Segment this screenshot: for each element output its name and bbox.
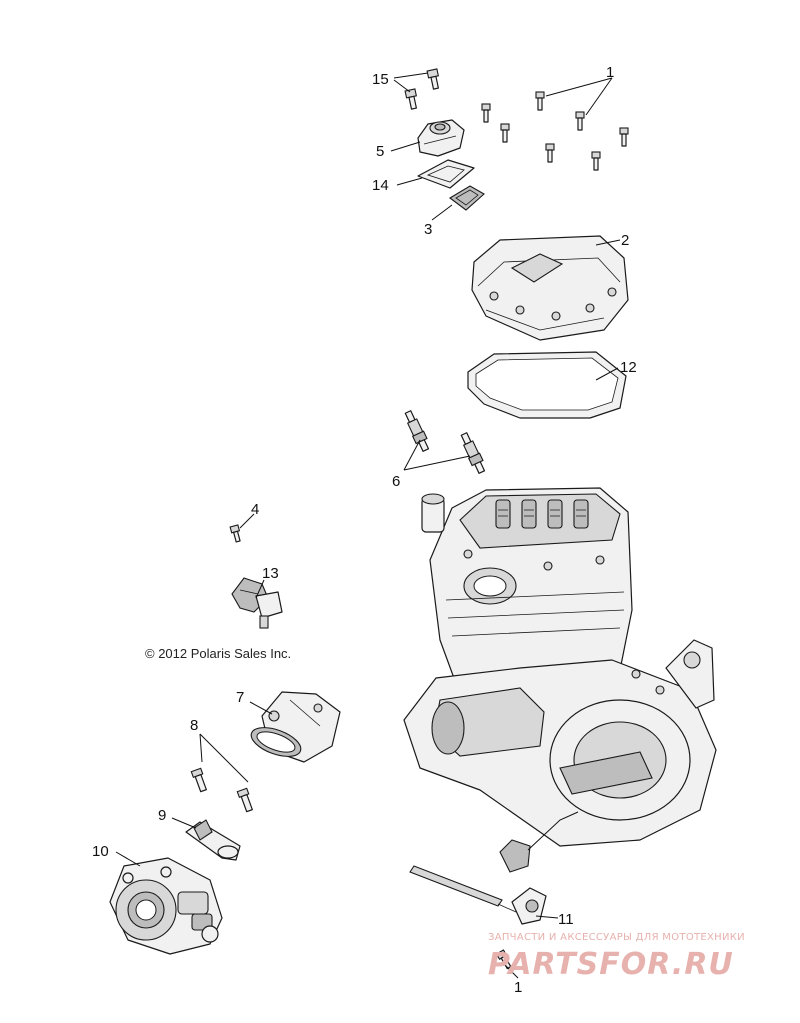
callout-15: 15: [372, 71, 389, 88]
engine-assembly: [403, 487, 717, 873]
bolt-part-1-bottom: [495, 949, 512, 970]
callout-14: 14: [372, 177, 389, 194]
speed-sensor-part-11: [409, 865, 547, 925]
throttle-body-part-10: [109, 857, 223, 955]
breather-cover-part-5: [417, 119, 465, 157]
intake-adapter-part-7: [250, 691, 341, 763]
bolts-part-1-top: [481, 91, 629, 171]
screws-part-8: [190, 767, 253, 813]
callout-1-top: 1: [606, 64, 614, 81]
copyright-text: © 2012 Polaris Sales Inc.: [145, 646, 291, 661]
callout-11: 11: [558, 911, 574, 928]
filter-element-part-3: [449, 185, 485, 211]
map-sensor-part-13: [231, 577, 283, 629]
callout-9: 9: [158, 807, 166, 824]
callout-1-bottom: 1: [514, 979, 522, 996]
callout-5: 5: [376, 143, 384, 160]
bolt-part-4: [229, 524, 241, 543]
spark-plugs-part-6: [404, 410, 486, 474]
callout-7: 7: [236, 689, 244, 706]
bolts-part-15: [404, 68, 439, 110]
callout-4: 4: [251, 501, 259, 518]
valve-cover-part-2: [471, 235, 629, 341]
callout-6: 6: [392, 473, 400, 490]
callout-12: 12: [620, 359, 637, 376]
valve-springs: [495, 499, 589, 529]
watermark-brand: PARTSFOR.RU: [488, 947, 734, 982]
gasket-part-14: [417, 159, 475, 189]
callout-10: 10: [92, 843, 109, 860]
callout-8: 8: [190, 717, 198, 734]
callout-3: 3: [424, 221, 432, 238]
clamp-part-9: [185, 819, 241, 861]
callout-2: 2: [621, 232, 629, 249]
valve-cover-gasket-part-12: [467, 351, 627, 419]
callout-13: 13: [262, 565, 279, 582]
watermark-tagline: ЗАПЧАСТИ И АКСЕССУАРЫ ДЛЯ МОТОТЕХНИКИ: [488, 932, 745, 943]
